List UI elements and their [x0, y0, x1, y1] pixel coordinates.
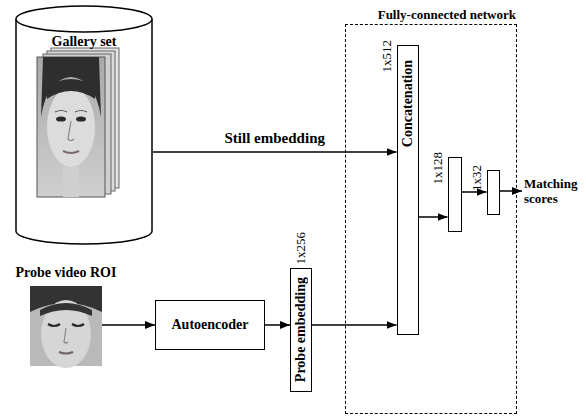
gallery-database: Gallery set: [15, 5, 153, 245]
arrow-connector: [462, 191, 487, 193]
box-label: Concatenation: [400, 60, 416, 147]
arrow-connector: [153, 151, 397, 153]
dimension-label: 1x32: [469, 165, 485, 191]
group-title: Fully-connected network: [378, 7, 516, 23]
layer-box: 1x32: [487, 170, 500, 215]
arrow-connector: [102, 324, 155, 326]
probe-image: Probe video ROI: [30, 286, 102, 366]
output-arrow: [500, 190, 522, 192]
probe-face: [30, 286, 102, 368]
edge-label: Still embedding: [223, 130, 327, 147]
database-cylinder: [16, 6, 152, 244]
layer-box: 1x512Concatenation: [397, 45, 419, 335]
dimension-label: 1x128: [430, 152, 446, 185]
dimension-label: 1x512: [379, 40, 395, 73]
box-label: Autoencoder: [172, 317, 249, 333]
gallery-face: [37, 57, 105, 197]
arrow-connector: [265, 324, 290, 326]
output-label: Matching scores: [524, 176, 582, 206]
dimension-label: 1x256: [293, 232, 309, 265]
image-heading: Probe video ROI: [16, 265, 117, 281]
arrow-connector: [419, 216, 448, 218]
embedding-box: 1x256Probe embedding: [290, 268, 312, 392]
box-label: Probe embedding: [293, 277, 309, 382]
process-box: Autoencoder: [155, 300, 265, 350]
network-group: Fully-connected network1x512Concatenatio…: [345, 24, 517, 414]
node-title: Gallery set: [15, 34, 153, 50]
arrow-connector: [312, 324, 397, 326]
layer-box: 1x128: [448, 157, 462, 232]
